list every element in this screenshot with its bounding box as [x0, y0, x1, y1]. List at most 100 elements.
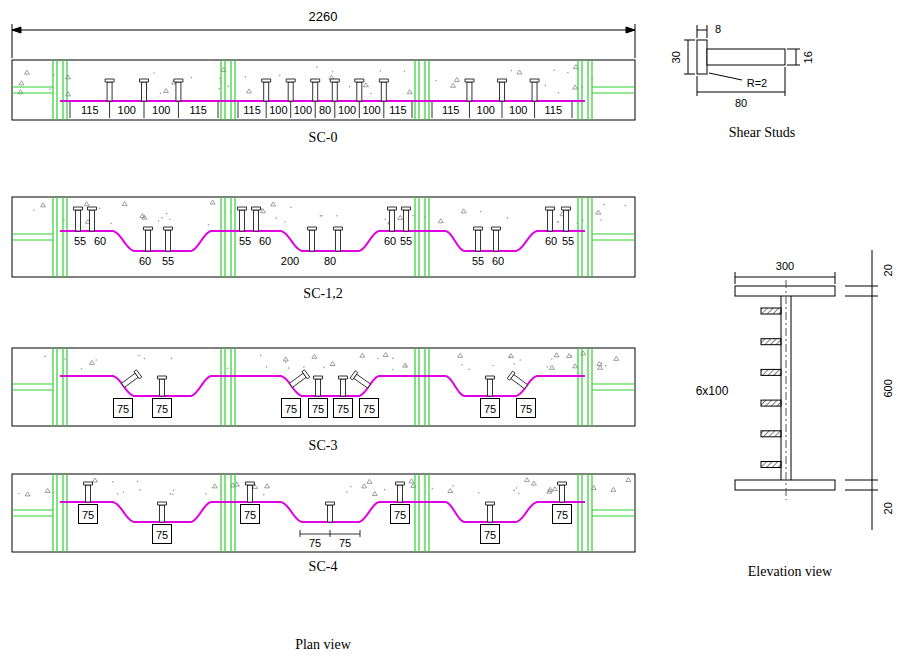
web-line: [791, 296, 792, 480]
beam-line: [592, 233, 635, 234]
stud-head: [562, 207, 571, 210]
concrete-aggregate: [92, 478, 97, 482]
concrete-aggregate: [166, 213, 168, 215]
beam-line: [12, 515, 53, 516]
stud-head: [286, 79, 295, 82]
concrete-aggregate: [123, 492, 125, 494]
concrete-aggregate: [409, 479, 414, 483]
concrete-aggregate: [173, 489, 175, 491]
stud-shank: [532, 82, 537, 101]
concrete-aggregate: [271, 202, 276, 206]
shear-stud-detail: [684, 25, 800, 96]
dimension-tick: [178, 101, 179, 118]
concrete-aggregate: [377, 358, 379, 360]
concrete-aggregate: [89, 360, 94, 364]
stud-length-box: 75: [78, 504, 98, 524]
slab-outline: [12, 348, 635, 426]
concrete-aggregate: [458, 353, 463, 357]
concrete-aggregate: [208, 224, 210, 226]
stud-length-box: 75: [480, 524, 500, 544]
concrete-aggregate: [84, 202, 89, 206]
stud-head: [311, 79, 320, 82]
stud-shank: [390, 210, 395, 231]
concrete-aggregate: [432, 488, 434, 490]
beam-line: [592, 509, 635, 510]
concrete-aggregate: [438, 219, 443, 223]
stiffener-line: [52, 348, 53, 426]
concrete-aggregate: [245, 76, 247, 78]
extension-line: [845, 286, 878, 287]
stiffener-line: [428, 474, 429, 552]
stud-length-label: 75: [360, 403, 378, 415]
stud-shank: [357, 82, 362, 101]
stud-head: [84, 482, 93, 485]
dimension-label: 55: [239, 235, 251, 248]
dimension-label: 60: [259, 235, 271, 248]
stiffener-line: [591, 197, 592, 277]
stiffener-line: [66, 197, 67, 277]
stiffener-line: [591, 474, 592, 552]
top-flange: [735, 286, 835, 296]
stiffener-line: [62, 60, 63, 120]
concrete-aggregate: [122, 202, 127, 206]
stud-head: [402, 207, 411, 210]
stud-shank: [548, 210, 553, 231]
dimension-label: 115: [81, 104, 99, 117]
stud-length-box: 75: [359, 398, 379, 418]
stud-head: [158, 376, 167, 379]
bottom-flange: [735, 480, 835, 490]
stiffener-line: [62, 474, 63, 552]
dimension-tick: [238, 101, 239, 118]
concrete-aggregate: [507, 217, 509, 219]
stud-length-label: 75: [241, 509, 259, 521]
dimension-label: 55: [400, 235, 412, 248]
concrete-aggregate: [461, 209, 466, 213]
stud-head: [530, 79, 539, 82]
stud-shank: [313, 82, 318, 101]
elevation-stud: [761, 369, 781, 375]
concrete-aggregate: [513, 363, 515, 365]
concrete-aggregate: [163, 89, 168, 93]
stud-shank: [176, 82, 181, 101]
concrete-aggregate: [511, 70, 513, 72]
view-caption: Plan view: [295, 637, 351, 653]
radius-label: R=2: [747, 77, 768, 90]
extension-line: [707, 25, 708, 38]
extension-line: [735, 272, 736, 284]
stud-head: [326, 502, 335, 505]
steel-plate: [60, 502, 585, 522]
dimension-label: 115: [243, 104, 261, 117]
concrete-aggregate: [492, 365, 494, 367]
dimension-label: 60: [94, 235, 106, 248]
beam-line: [12, 509, 53, 510]
dimension-line: [688, 40, 689, 74]
concrete-aggregate: [552, 487, 557, 491]
stiffener-line: [414, 60, 415, 120]
dimension-label: 80: [735, 97, 747, 110]
stiffener-line: [220, 197, 221, 277]
concrete-aggregate: [468, 369, 470, 371]
concrete-aggregate: [190, 77, 192, 79]
stud-shank: [316, 379, 321, 396]
stud-shank: [146, 230, 151, 251]
concrete-aggregate: [321, 215, 323, 217]
concrete-aggregate: [65, 75, 70, 79]
stiffener-line: [577, 60, 578, 120]
concrete-aggregate: [95, 359, 97, 361]
concrete-aggregate: [478, 492, 480, 494]
stud-head: [88, 207, 97, 210]
concrete-aggregate: [553, 69, 555, 71]
extension-line: [684, 40, 695, 41]
elevation-stud: [761, 400, 781, 406]
concrete-aggregate: [330, 362, 335, 366]
stud-length-box: 75: [480, 398, 500, 418]
stiffener-line: [62, 348, 63, 426]
concrete-aggregate: [435, 80, 437, 82]
concrete-aggregate: [99, 207, 101, 209]
beam-line: [12, 233, 53, 234]
stiffener-line: [577, 348, 578, 426]
concrete-aggregate: [49, 89, 51, 91]
beam-line: [592, 515, 635, 516]
stud-head: [246, 482, 255, 485]
stud-head: [174, 79, 183, 82]
